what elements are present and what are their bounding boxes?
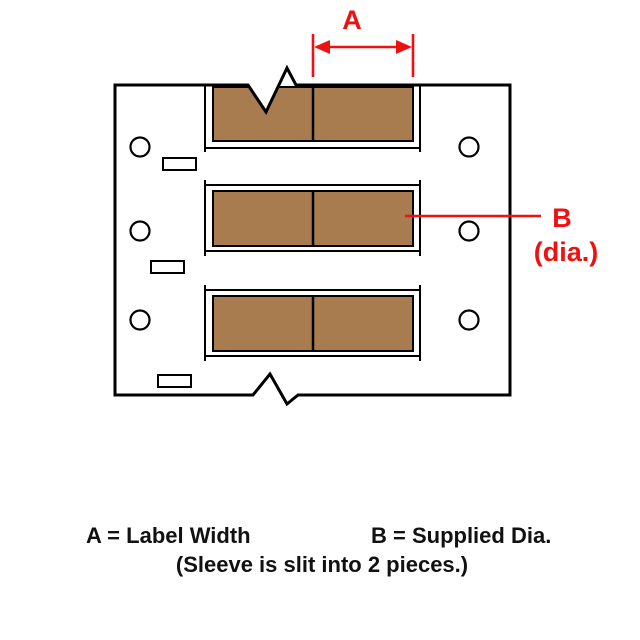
dim-a-arrowhead-right [396, 40, 412, 54]
legend-note: (Sleeve is slit into 2 pieces.) [176, 552, 468, 577]
alignment-slot-middle [150, 260, 185, 274]
legend: A = Label Width B = Supplied Dia. (Sleev… [86, 523, 551, 577]
feed-hole-left-bottom [129, 309, 151, 331]
dim-b: B (dia.) [405, 203, 598, 267]
dim-b-label: B [552, 203, 572, 233]
sleeve-bottom [204, 285, 421, 361]
alignment-slot-bottom [157, 374, 192, 388]
dim-a-arrowhead-left [314, 40, 330, 54]
dim-a-label: A [342, 5, 362, 35]
feed-hole-right-middle [458, 220, 480, 242]
legend-a-definition: A = Label Width [86, 523, 251, 548]
break-notch-top [246, 66, 288, 113]
feed-hole-left-top [129, 136, 151, 158]
sleeve-top [204, 86, 421, 152]
feed-hole-right-top [458, 136, 480, 158]
alignment-slot-top [162, 157, 197, 171]
sleeve-middle [204, 180, 421, 256]
carrier-outline [113, 64, 512, 407]
feed-hole-right-bottom [458, 309, 480, 331]
dim-b-sub-label: (dia.) [534, 237, 599, 267]
dim-a: A [311, 5, 415, 77]
feed-hole-left-middle [129, 220, 151, 242]
legend-b-definition: B = Supplied Dia. [371, 523, 551, 548]
